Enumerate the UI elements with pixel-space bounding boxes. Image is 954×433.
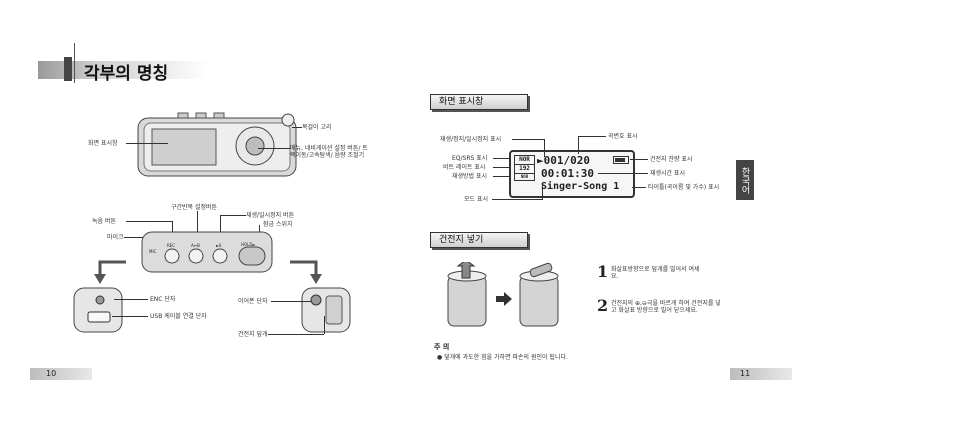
label-nav-button: 메뉴, 네비게이션 설정 버튼/ 트랙이동/고속탐색/ 음량 조절기 bbox=[290, 145, 368, 159]
page-title-bar: 각부의 명칭 bbox=[38, 43, 218, 84]
play-text: ►II bbox=[216, 243, 222, 248]
ab-text: A↔B bbox=[191, 243, 200, 248]
lcd-track: ►001/020 bbox=[537, 154, 590, 167]
step-2-number: 2 bbox=[597, 296, 609, 315]
label-battery: 건전지 잔량 표시 bbox=[650, 156, 693, 163]
lcd-song: Singer-Song 1 bbox=[541, 181, 620, 192]
label-hold-switch: 잠금 스위치 bbox=[263, 221, 293, 228]
lcd-mode-icon: NOR bbox=[514, 173, 535, 181]
display-section-heading: 화면 표시창 bbox=[430, 94, 528, 110]
label-section-repeat: 구간반복 설정버튼 bbox=[171, 204, 218, 211]
player-end-left bbox=[73, 287, 123, 333]
player-end-right bbox=[301, 287, 351, 333]
label-display: 화면 표시창 bbox=[88, 140, 118, 147]
lcd-illustration: NOR 192 NOR ►001/020 00:01:30 Singer-Son… bbox=[509, 150, 635, 198]
hold-text: HOLD► bbox=[241, 242, 256, 247]
step-1-number: 1 bbox=[597, 262, 609, 281]
step-2-text: 건전지의 ⊕,⊖극을 바르게 하여 건전지를 넣고 화살표 방향으로 밀어 닫으… bbox=[611, 300, 721, 314]
page-number-right: 11 bbox=[730, 368, 792, 380]
label-play-mode: 재생방법 표시 bbox=[452, 173, 488, 180]
lcd-time: 00:01:30 bbox=[541, 167, 594, 180]
caution-title: 주 의 bbox=[434, 343, 450, 351]
label-usb-port: USB 케이블 연결 단자 bbox=[150, 313, 207, 320]
label-eq-srs: EQ/SRS 표시 bbox=[452, 155, 488, 162]
label-track-number: 곡번호 표시 bbox=[608, 133, 638, 140]
label-enc-port: ENC 단자 bbox=[150, 296, 176, 303]
label-earphone-port: 이어폰 단자 bbox=[238, 298, 268, 305]
rotate-right-arrow bbox=[290, 260, 322, 284]
battery-insert-illustration bbox=[447, 262, 559, 327]
label-play-state: 재생/정지/일시정지 표시 bbox=[440, 136, 502, 143]
lcd-battery-icon bbox=[613, 156, 629, 164]
label-title: 타이틀(곡이름 및 가수) 표시 bbox=[648, 184, 720, 191]
page-title: 각부의 명칭 bbox=[84, 64, 169, 84]
title-divider bbox=[74, 43, 75, 83]
title-gradient bbox=[38, 61, 208, 79]
rec-text: REC bbox=[167, 243, 176, 248]
mic-text: MIC bbox=[149, 249, 157, 254]
caution-text: ● 덮개에 과도한 힘을 가하면 파손의 원인이 됩니다. bbox=[437, 354, 568, 361]
battery-section-heading: 건전지 넣기 bbox=[430, 232, 528, 248]
label-neck-strap: 목걸이 고리 bbox=[302, 124, 332, 131]
label-mic: 마이크 bbox=[107, 234, 124, 241]
page-number-left: 10 bbox=[30, 368, 92, 380]
rotate-left-arrow bbox=[94, 260, 126, 284]
label-mode: 모드 표시 bbox=[464, 196, 488, 203]
title-block bbox=[64, 57, 72, 81]
label-record-button: 녹음 버튼 bbox=[92, 218, 116, 225]
player-side-illustration bbox=[141, 231, 273, 273]
label-play-time: 재생시간 표시 bbox=[650, 170, 686, 177]
step-1-text: 화살표방향으로 덮개를 밀어서 여세요. bbox=[611, 266, 700, 280]
player-front-illustration bbox=[137, 112, 297, 177]
language-side-tab: 한국어 bbox=[736, 160, 754, 200]
label-battery-cover: 건전지 덮개 bbox=[238, 331, 268, 338]
label-play-pause: 재생/일시정지 버튼 bbox=[246, 212, 295, 219]
label-bitrate: 비트 레이트 표시 bbox=[443, 164, 486, 171]
